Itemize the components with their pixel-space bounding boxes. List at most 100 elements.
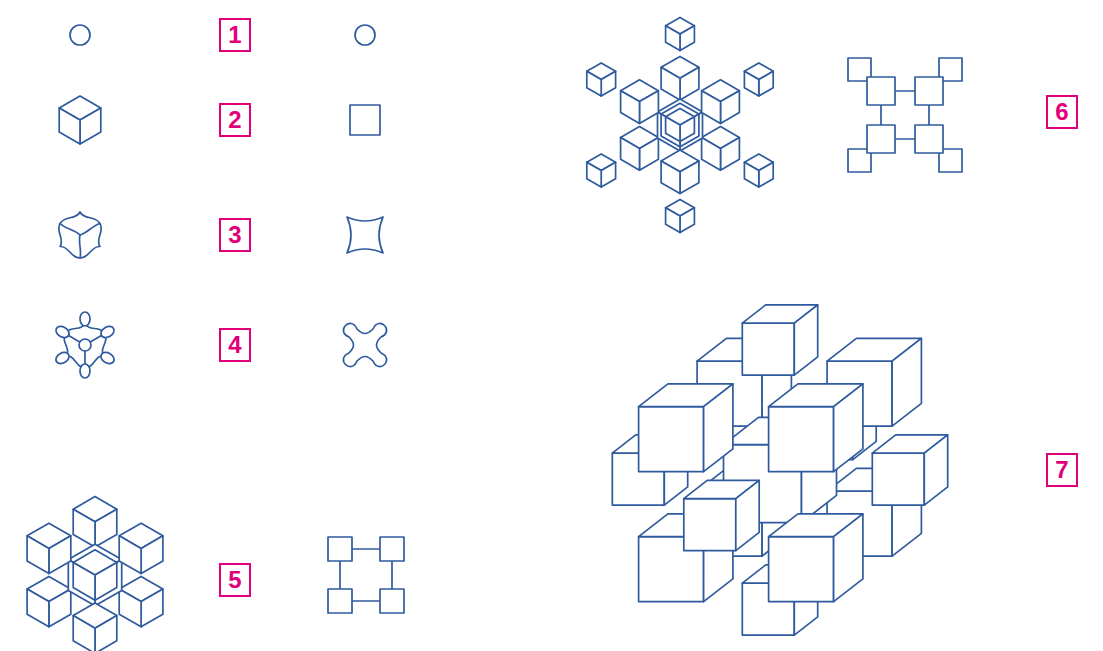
cube-face xyxy=(736,480,759,550)
step-number-box: 4 xyxy=(219,328,250,362)
cube xyxy=(702,127,740,171)
cube-face xyxy=(640,138,659,171)
cube xyxy=(639,384,733,472)
cube-face xyxy=(601,71,615,96)
cube xyxy=(742,305,817,375)
cube xyxy=(119,576,163,626)
step-number-box: 5 xyxy=(219,563,250,597)
connecting-bar xyxy=(928,105,930,125)
cube xyxy=(661,103,699,147)
cube xyxy=(872,435,947,505)
step-number-box: 1 xyxy=(219,18,250,52)
cube-face xyxy=(872,453,924,505)
cube-face xyxy=(680,161,699,194)
connecting-bar xyxy=(352,548,380,550)
cube-face xyxy=(742,323,794,375)
cube-face xyxy=(601,162,615,187)
cube-face xyxy=(661,161,680,194)
step-number: 5 xyxy=(228,565,241,595)
cube-face xyxy=(587,71,601,96)
cube-face xyxy=(794,305,817,375)
step-number: 7 xyxy=(1055,455,1068,485)
cube-face xyxy=(661,67,680,100)
cube xyxy=(68,544,121,606)
corner-knob xyxy=(79,339,91,351)
cube-face xyxy=(744,162,758,187)
cube-face xyxy=(834,384,863,472)
corner-knob xyxy=(80,312,90,326)
cube-face xyxy=(666,26,680,51)
cube xyxy=(73,603,117,651)
square-section xyxy=(380,537,404,561)
cube-face xyxy=(759,71,773,96)
cube-face xyxy=(721,138,740,171)
cube-face xyxy=(680,26,694,51)
square-section-group xyxy=(848,58,962,172)
step-number: 6 xyxy=(1055,97,1068,127)
cube xyxy=(666,108,695,141)
cube-face xyxy=(892,338,921,426)
cube-face xyxy=(702,91,721,124)
square-section xyxy=(380,589,404,613)
cube-face xyxy=(759,162,773,187)
cube-face xyxy=(119,536,141,574)
cube-face xyxy=(27,589,49,627)
cube-face xyxy=(141,536,163,574)
cube xyxy=(59,96,101,144)
cube xyxy=(702,80,740,124)
cube xyxy=(769,514,863,602)
cube-face xyxy=(744,71,758,96)
cube-face xyxy=(73,509,95,547)
knobbed-cube xyxy=(64,323,106,367)
cube xyxy=(661,56,699,100)
square-section xyxy=(867,77,895,105)
connecting-bar xyxy=(895,138,915,140)
cube-face xyxy=(95,616,117,651)
cube xyxy=(621,127,659,171)
cube xyxy=(744,63,773,96)
step-number: 4 xyxy=(228,330,241,360)
cube xyxy=(684,480,759,550)
connecting-bar xyxy=(391,561,393,589)
cube-face xyxy=(119,589,141,627)
cube xyxy=(587,154,616,187)
cube-face xyxy=(684,499,736,551)
cube-face xyxy=(680,208,694,233)
step-number: 1 xyxy=(228,20,241,50)
cube-face xyxy=(702,138,721,171)
cube-face xyxy=(80,108,101,144)
corner-knob xyxy=(80,364,90,378)
cube-face xyxy=(680,117,694,142)
cube xyxy=(658,99,703,151)
cube-face xyxy=(621,138,640,171)
cube xyxy=(769,384,863,472)
connecting-bar xyxy=(339,561,341,589)
cube xyxy=(119,523,163,573)
cube-face xyxy=(49,536,71,574)
square-section-group xyxy=(328,537,404,613)
step-number-box: 2 xyxy=(219,103,250,137)
cube-face xyxy=(924,435,947,505)
cube-face xyxy=(587,162,601,187)
cube-face xyxy=(95,562,117,600)
cube-cluster xyxy=(612,305,947,635)
corner-knob xyxy=(99,324,116,340)
cube-face xyxy=(621,91,640,124)
cube xyxy=(73,497,117,547)
corner-knob xyxy=(54,324,71,340)
cube-face xyxy=(73,616,95,651)
connecting-bar xyxy=(880,105,882,125)
cube-face xyxy=(680,67,699,100)
cube xyxy=(666,199,695,232)
cube-face xyxy=(141,589,163,627)
square-section xyxy=(328,589,352,613)
cube xyxy=(661,150,699,194)
cube-face xyxy=(27,536,49,574)
sphere xyxy=(70,25,90,45)
cube-face xyxy=(95,509,117,547)
connecting-bar xyxy=(352,600,380,602)
cube xyxy=(59,96,101,144)
cube-face xyxy=(666,117,680,142)
wavy-cube-edge xyxy=(60,224,80,236)
cross-section xyxy=(343,323,386,366)
